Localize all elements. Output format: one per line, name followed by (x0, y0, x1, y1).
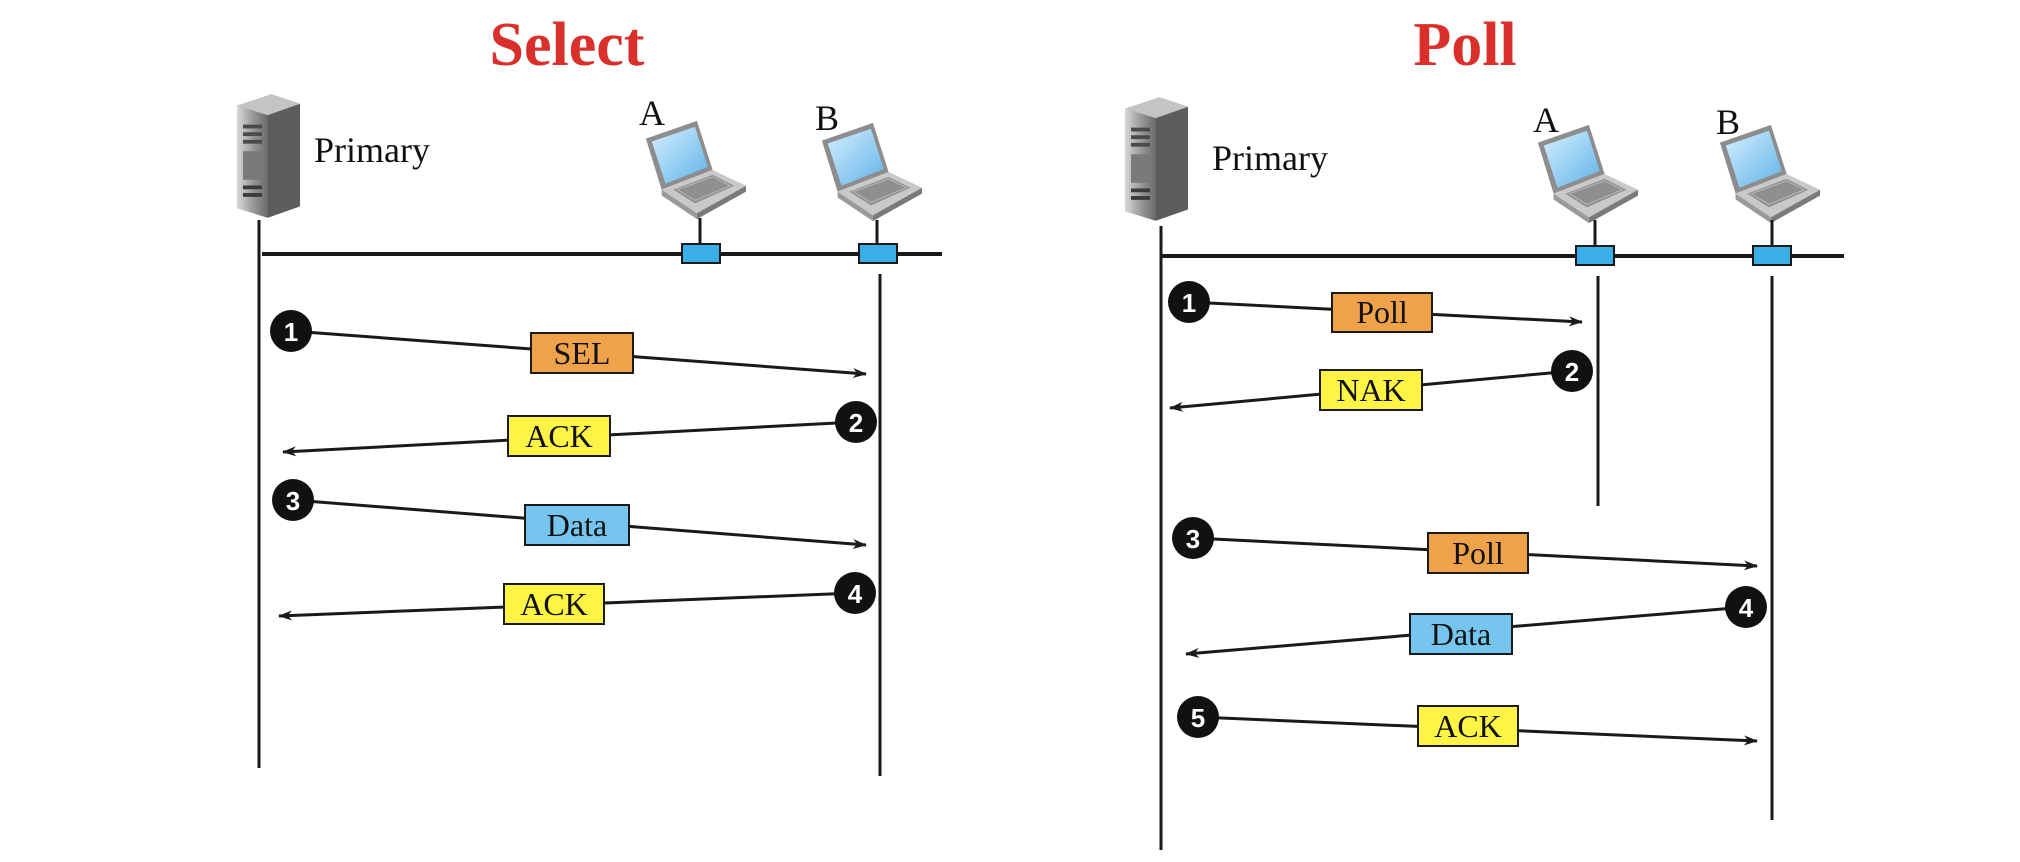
message-4: 4 ACK (278, 572, 876, 625)
station-b-label: B (815, 98, 839, 138)
primary-label: Primary (1212, 138, 1328, 178)
message-label: Data (547, 507, 607, 543)
message-label: SEL (554, 335, 611, 371)
station-a-label: A (639, 93, 665, 133)
message-label: ACK (525, 418, 593, 454)
message-label: ACK (520, 586, 588, 622)
step-number: 4 (1739, 593, 1754, 623)
select-title: Select (490, 11, 645, 79)
step-number: 3 (286, 486, 300, 516)
message-label: NAK (1336, 372, 1405, 408)
step-number: 4 (848, 579, 863, 609)
connector-b (858, 243, 898, 264)
message-label-box (1417, 705, 1519, 747)
step-number: 2 (849, 408, 863, 438)
station-a-laptop-icon (645, 120, 747, 220)
message-label-box (503, 583, 605, 625)
message-label-box (1409, 613, 1513, 655)
message-label-box (507, 415, 611, 457)
poll-title: Poll (1413, 11, 1516, 79)
step-badge (1172, 517, 1214, 559)
step-number: 1 (284, 317, 298, 347)
message-label-box (1331, 292, 1433, 333)
message-4: 4 Data (1185, 586, 1767, 658)
step-number: 1 (1182, 288, 1196, 318)
step-badge (270, 310, 312, 352)
message-label: Data (1431, 616, 1491, 652)
message-label: Poll (1356, 294, 1408, 330)
poll-panel: Poll Primary A B 1 Poll 2 (1125, 11, 1844, 850)
connector-b (1752, 245, 1792, 266)
select-panel: Select Primary A B 1 SEL 2 ACK (237, 11, 942, 776)
message-2: 2 ACK (282, 401, 877, 457)
step-number: 3 (1186, 524, 1200, 554)
primary-server-icon (237, 94, 300, 218)
message-1: 1 SEL (270, 310, 867, 379)
step-number: 5 (1191, 703, 1205, 733)
message-5: 5 ACK (1177, 696, 1758, 747)
message-label-box (1427, 532, 1529, 574)
step-badge (1551, 350, 1593, 392)
primary-server-icon (1125, 97, 1188, 221)
station-b-label: B (1716, 102, 1740, 142)
step-badge (1725, 586, 1767, 628)
message-label-box (530, 332, 634, 374)
message-label: Poll (1452, 535, 1504, 571)
primary-label: Primary (314, 130, 430, 170)
connector-a (681, 243, 721, 264)
station-a-label: A (1533, 100, 1559, 140)
step-badge (272, 479, 314, 521)
message-3: 3 Poll (1172, 517, 1758, 574)
connector-a (1575, 245, 1615, 266)
step-badge (834, 572, 876, 614)
message-label-box (1319, 369, 1423, 411)
message-1: 1 Poll (1168, 281, 1583, 333)
message-3: 3 Data (272, 479, 867, 549)
step-number: 2 (1565, 357, 1579, 387)
step-badge (1168, 281, 1210, 323)
message-label: ACK (1434, 708, 1502, 744)
message-2: 2 NAK (1169, 350, 1593, 412)
step-badge (1177, 696, 1219, 738)
step-badge (835, 401, 877, 443)
message-label-box (524, 504, 630, 546)
